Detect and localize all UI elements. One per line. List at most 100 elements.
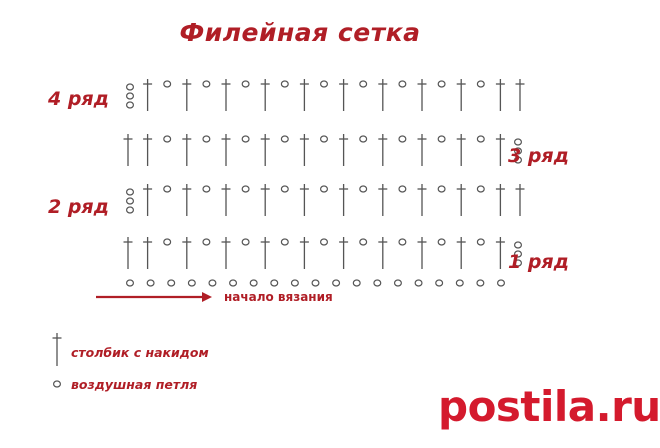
row-2-chain <box>359 185 368 193</box>
row-4-chain <box>280 80 289 88</box>
row-label-2: 2 ряд <box>48 196 109 218</box>
row-4-chain <box>359 80 368 88</box>
foundation-chain <box>270 279 279 287</box>
diagram-title: Филейная сетка <box>179 18 421 47</box>
row-1-double-crochet <box>143 237 153 269</box>
arrow-head-icon <box>202 292 212 302</box>
row-1-double-crochet <box>221 237 231 269</box>
row-2-chain <box>437 185 446 193</box>
foundation-chain <box>249 279 258 287</box>
row-2-chain <box>241 185 250 193</box>
row-1-double-crochet <box>339 237 349 269</box>
row-4-double-crochet <box>299 79 309 111</box>
row-4-double-crochet <box>456 79 466 111</box>
row-2-chain <box>320 185 329 193</box>
foundation-chain <box>414 279 423 287</box>
row-4-chain <box>437 80 446 88</box>
row-4-double-crochet <box>515 79 525 111</box>
row-2-double-crochet <box>515 184 525 216</box>
row-1-chain <box>320 238 329 246</box>
row-3-double-crochet <box>378 134 388 166</box>
row-4-double-crochet <box>260 79 270 111</box>
row-2-double-crochet <box>378 184 388 216</box>
row-1-chain <box>241 238 250 246</box>
row-label-3: 3 ряд <box>508 145 569 167</box>
row-2-double-crochet <box>299 184 309 216</box>
foundation-chain <box>290 279 299 287</box>
row-4-double-crochet <box>495 79 505 111</box>
row-2-double-crochet <box>143 184 153 216</box>
row-1-chain <box>398 238 407 246</box>
row-2-double-crochet <box>495 184 505 216</box>
row-3-chain <box>398 135 407 143</box>
row-4-double-crochet <box>339 79 349 111</box>
row-2-double-crochet <box>182 184 192 216</box>
row-3-double-crochet <box>339 134 349 166</box>
row-1-double-crochet <box>123 237 133 269</box>
row-3-chain <box>163 135 172 143</box>
row-4-turning-chain <box>125 101 134 109</box>
row-2-chain <box>163 185 172 193</box>
row-2-double-crochet <box>260 184 270 216</box>
legend-double-crochet-label: столбик с накидом <box>71 345 209 360</box>
foundation-chain <box>373 279 382 287</box>
row-1-chain <box>437 238 446 246</box>
row-3-turning-chain <box>513 147 522 155</box>
row-4-double-crochet <box>417 79 427 111</box>
row-2-chain <box>202 185 211 193</box>
row-3-chain <box>241 135 250 143</box>
foundation-chain <box>229 279 238 287</box>
row-3-double-crochet <box>182 134 192 166</box>
foundation-chain <box>208 279 217 287</box>
row-2-double-crochet <box>456 184 466 216</box>
row-3-chain <box>320 135 329 143</box>
row-1-chain <box>359 238 368 246</box>
row-2-turning-chain <box>125 206 134 214</box>
row-1-turning-chain <box>513 250 522 258</box>
row-2-double-crochet <box>221 184 231 216</box>
row-3-double-crochet <box>143 134 153 166</box>
row-1-double-crochet <box>182 237 192 269</box>
row-4-double-crochet <box>378 79 388 111</box>
row-3-double-crochet <box>417 134 427 166</box>
row-3-double-crochet <box>456 134 466 166</box>
start-label: начало вязания <box>224 290 333 304</box>
legend-chain-label: воздушная петля <box>71 377 198 392</box>
row-1-double-crochet <box>417 237 427 269</box>
row-3-double-crochet <box>221 134 231 166</box>
watermark-logo: postila.ru <box>438 382 660 431</box>
foundation-chain <box>476 279 485 287</box>
row-3-chain <box>202 135 211 143</box>
row-1-chain <box>163 238 172 246</box>
foundation-chain <box>125 279 134 287</box>
row-4-chain <box>163 80 172 88</box>
foundation-chain <box>352 279 361 287</box>
row-3-chain <box>476 135 485 143</box>
row-1-double-crochet <box>456 237 466 269</box>
row-2-turning-chain <box>125 188 134 196</box>
row-4-chain <box>241 80 250 88</box>
row-1-turning-chain <box>513 259 522 267</box>
row-3-chain <box>280 135 289 143</box>
row-4-chain <box>476 80 485 88</box>
row-3-double-crochet <box>123 134 133 166</box>
row-label-4: 4 ряд <box>48 88 109 110</box>
foundation-chain <box>167 279 176 287</box>
legend-chain-symbol <box>52 380 61 388</box>
foundation-chain <box>187 279 196 287</box>
row-4-chain <box>202 80 211 88</box>
row-3-turning-chain <box>513 156 522 164</box>
legend-double-crochet-symbol <box>52 333 62 366</box>
row-4-turning-chain <box>125 83 134 91</box>
row-4-turning-chain <box>125 92 134 100</box>
row-label-1: 1 ряд <box>508 251 569 273</box>
row-2-double-crochet <box>417 184 427 216</box>
foundation-chain <box>497 279 506 287</box>
row-3-turning-chain <box>513 138 522 146</box>
foundation-chain <box>311 279 320 287</box>
row-2-turning-chain <box>125 197 134 205</box>
row-2-chain <box>398 185 407 193</box>
row-1-chain <box>280 238 289 246</box>
